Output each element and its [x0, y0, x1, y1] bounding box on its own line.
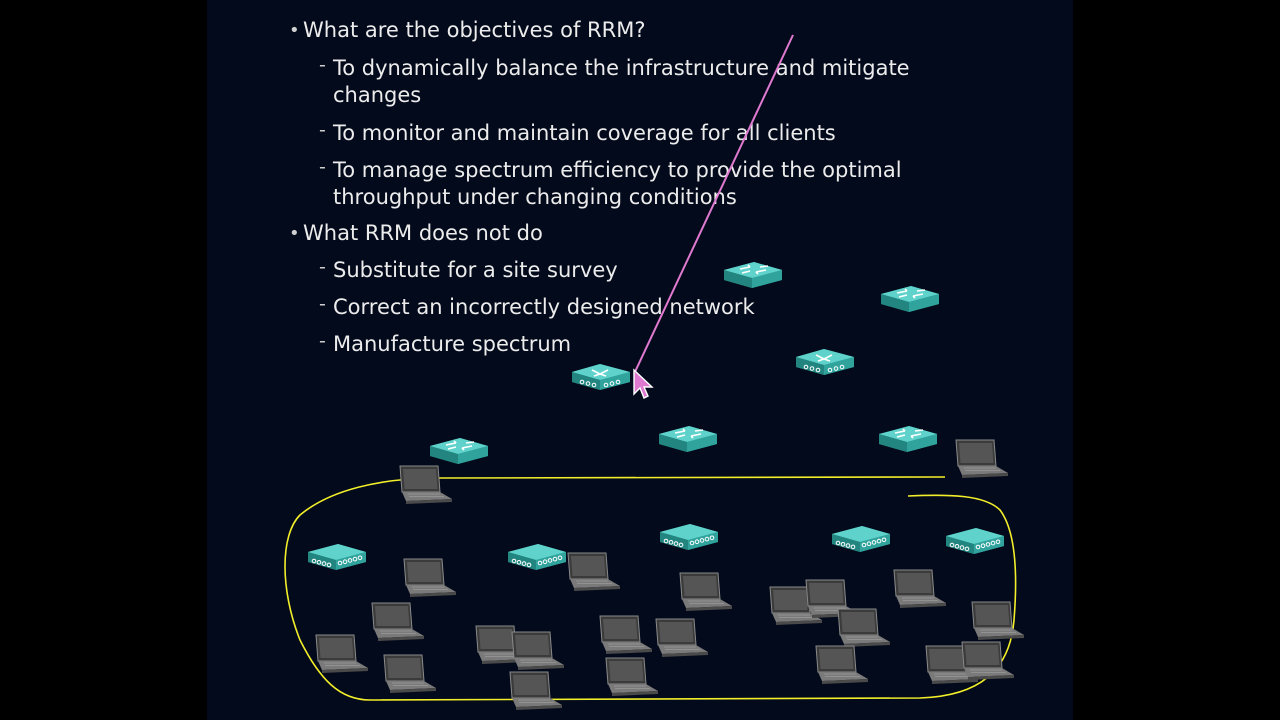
laptop-icon — [599, 615, 653, 655]
laptop-icon — [403, 558, 457, 598]
access-point-icon — [945, 527, 1005, 555]
laptop-icon — [509, 671, 563, 711]
bullet-not-do: What RRM does not do — [303, 221, 543, 245]
mouse-cursor-icon — [633, 368, 654, 399]
laptop-icon — [371, 602, 425, 642]
dash-marker: - — [319, 256, 326, 278]
sub-site-survey: Substitute for a site survey — [333, 258, 618, 282]
laptop-icon — [567, 552, 621, 592]
router-icon — [571, 363, 631, 391]
dash-marker: - — [319, 330, 326, 352]
switch-icon — [723, 261, 783, 289]
laptop-icon — [655, 618, 709, 658]
sub-spectrum-line1: To manage spectrum efficiency to provide… — [333, 158, 902, 182]
laptop-icon — [815, 645, 869, 685]
switch-icon — [880, 285, 940, 313]
sub-spectrum-line2: throughput under changing conditions — [333, 185, 737, 209]
laptop-icon — [837, 608, 891, 648]
laptop-icon — [961, 641, 1015, 681]
access-point-icon — [831, 525, 891, 553]
switch-icon — [429, 437, 489, 465]
sub-balance-line2: changes — [333, 83, 422, 107]
pink-annotation-line — [633, 34, 794, 375]
access-point-icon — [507, 543, 567, 571]
laptop-icon — [399, 465, 453, 505]
laptop-icon — [955, 439, 1009, 479]
dash-marker: - — [319, 293, 326, 315]
bullet-marker: • — [289, 223, 300, 244]
sub-coverage: To monitor and maintain coverage for all… — [333, 121, 836, 145]
bullet-objectives: What are the objectives of RRM? — [303, 18, 646, 42]
access-point-icon — [307, 543, 367, 571]
slide: • What are the objectives of RRM? - To d… — [207, 0, 1073, 720]
sub-balance-line1: To dynamically balance the infrastructur… — [333, 56, 910, 80]
laptop-icon — [971, 601, 1025, 641]
dash-marker: - — [319, 156, 326, 178]
laptop-icon — [893, 569, 947, 609]
laptop-icon — [679, 572, 733, 612]
sub-manufacture: Manufacture spectrum — [333, 332, 572, 356]
yellow-cloud-outline — [284, 476, 1017, 701]
laptop-icon — [315, 634, 369, 674]
switch-icon — [658, 425, 718, 453]
laptop-icon — [605, 657, 659, 697]
dash-marker: - — [319, 54, 326, 76]
router-icon — [795, 348, 855, 376]
laptop-icon — [511, 631, 565, 671]
dash-marker: - — [319, 119, 326, 141]
bullet-marker: • — [289, 20, 300, 41]
access-point-icon — [659, 523, 719, 551]
sub-incorrect-network: Correct an incorrectly designed network — [333, 295, 755, 319]
laptop-icon — [383, 654, 437, 694]
switch-icon — [878, 425, 938, 453]
